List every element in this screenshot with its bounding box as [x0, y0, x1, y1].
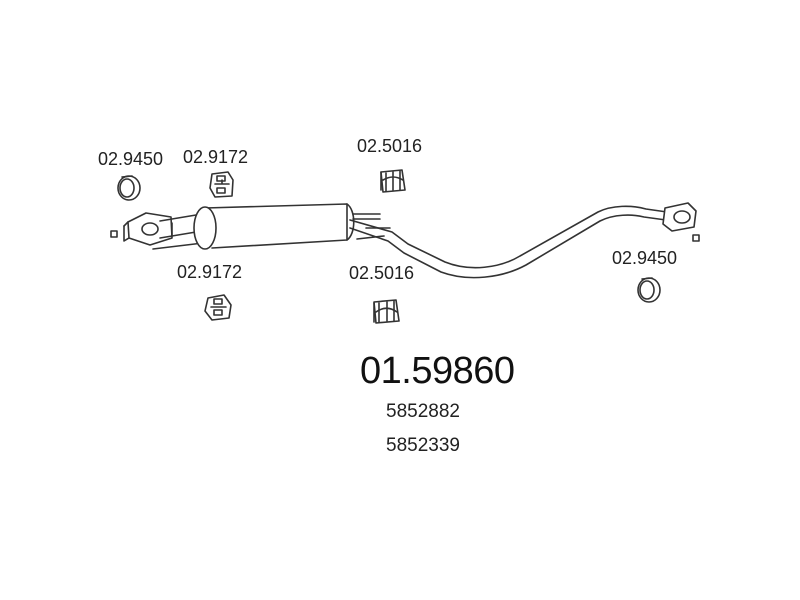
oe-number-1: 5852882 — [386, 401, 460, 422]
outlet-pipe — [349, 205, 668, 279]
part-label-clamp-bottom: 02.5016 — [349, 263, 415, 283]
oe-number-2: 5852339 — [386, 435, 460, 456]
inlet-flange — [123, 212, 173, 246]
rubber-ring-right — [637, 277, 661, 303]
rubber-hanger-bottom — [204, 294, 232, 321]
rubber-hanger-top — [209, 171, 234, 198]
muffler — [193, 203, 355, 250]
part-label-ring-right: 02.9450 — [612, 248, 678, 268]
part-label-clamp-top: 02.5016 — [357, 136, 423, 156]
right-end-marker — [692, 234, 700, 242]
rubber-ring-left — [117, 175, 141, 201]
clamp-top — [380, 169, 406, 193]
clamp-bottom — [373, 299, 400, 324]
part-label-hanger-top: 02.9172 — [183, 147, 249, 167]
outlet-flange — [662, 202, 697, 232]
part-label-hanger-bottom: 02.9172 — [177, 262, 243, 282]
left-end-marker — [110, 230, 118, 238]
part-label-ring-left: 02.9450 — [98, 149, 164, 169]
main-part-number: 01.59860 — [360, 350, 515, 392]
inlet-pipe — [152, 214, 204, 250]
